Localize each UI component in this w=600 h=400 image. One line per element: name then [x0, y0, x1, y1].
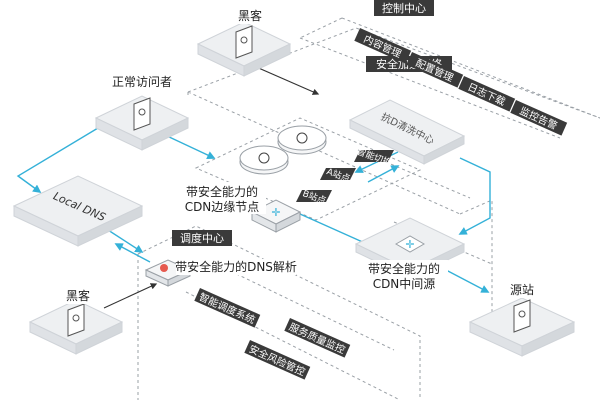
smart-switch-label: 智能切换 [355, 145, 393, 169]
dns-resolve-node: 带安全能力的DNS解析 [144, 259, 297, 287]
edge-node-label-line1: 带安全能力的 [186, 184, 258, 199]
control-center-title: 控制中心 [382, 1, 426, 15]
arrow-hacker-top-to-network [253, 65, 320, 95]
edge-cross-icon: ✛ [271, 206, 280, 219]
dispatch-item: 智能调度系统 [194, 288, 261, 328]
dispatch-item: 安全风险管控 [244, 340, 311, 380]
arrow-visitor-to-localdns [16, 127, 99, 193]
mid-cross-icon: ✛ [405, 238, 414, 251]
origin-label: 源站 [510, 283, 534, 297]
dispatch-item-label: 服务质量监控 [287, 320, 347, 356]
control-center-region [299, 17, 600, 139]
smart-switch-tag: 智能切换 [354, 145, 394, 169]
arrow-scrub-to-midsource [458, 157, 491, 235]
edge-a-tag: A站点 [320, 165, 356, 185]
edge-b-tag: B站点 [296, 187, 332, 207]
normal-visitor-label: 正常访问者 [112, 75, 172, 89]
dns-resolve-icon [160, 264, 168, 272]
origin-icon [513, 299, 531, 333]
dispatch-center-title: 调度中心 [180, 231, 224, 245]
arrow-edge-to-scrub [367, 165, 400, 183]
dispatch-item-label: 安全风险管控 [247, 342, 307, 378]
origin-node: 源站 [468, 282, 576, 357]
dns-resolve-label: 带安全能力的DNS解析 [175, 259, 297, 274]
arrow-hacker-bottom-to-dns [103, 283, 158, 309]
hacker-top-icon [235, 25, 253, 59]
dispatch-center-region [137, 225, 421, 400]
edge-node: ✛ 带安全能力的 CDN边缘节点 [180, 125, 327, 233]
dispatch-items: 智能调度系统 服务质量监控 安全风险管控 [194, 288, 351, 380]
edge-node-label-line2: CDN边缘节点 [185, 200, 260, 214]
edge-region [194, 117, 422, 221]
dispatch-center-title-tag: 调度中心 [172, 230, 232, 246]
attack-arrows [103, 65, 320, 309]
mid-source-node: ✛ 带安全能力的 CDN中间源 [354, 217, 466, 292]
visitor-icon [133, 97, 151, 131]
mid-source-label-line1: 带安全能力的 [368, 261, 440, 276]
hacker-bottom-label: 黑客 [66, 288, 90, 303]
hacker-top-node: 黑客 [196, 8, 292, 77]
hacker-bottom-node: 黑客 [28, 288, 124, 355]
scrub-center-node: 抗D清洗中心 [348, 99, 466, 165]
hacker-bottom-icon [67, 303, 85, 337]
normal-visitor-node: 正常访问者 [94, 74, 190, 151]
local-dns-node: Local DNS [12, 175, 144, 247]
arrow-dns-to-localdns [114, 243, 151, 263]
dispatch-item-label: 智能调度系统 [197, 290, 257, 326]
arrow-localdns-to-dns [107, 229, 144, 253]
mid-source-label-line2: CDN中间源 [373, 276, 436, 291]
control-item: 监控告警 [510, 100, 568, 136]
control-center-title-tag: 控制中心 [374, 0, 434, 16]
hacker-top-label: 黑客 [238, 8, 262, 23]
arrow-midsource-to-origin [445, 269, 490, 293]
